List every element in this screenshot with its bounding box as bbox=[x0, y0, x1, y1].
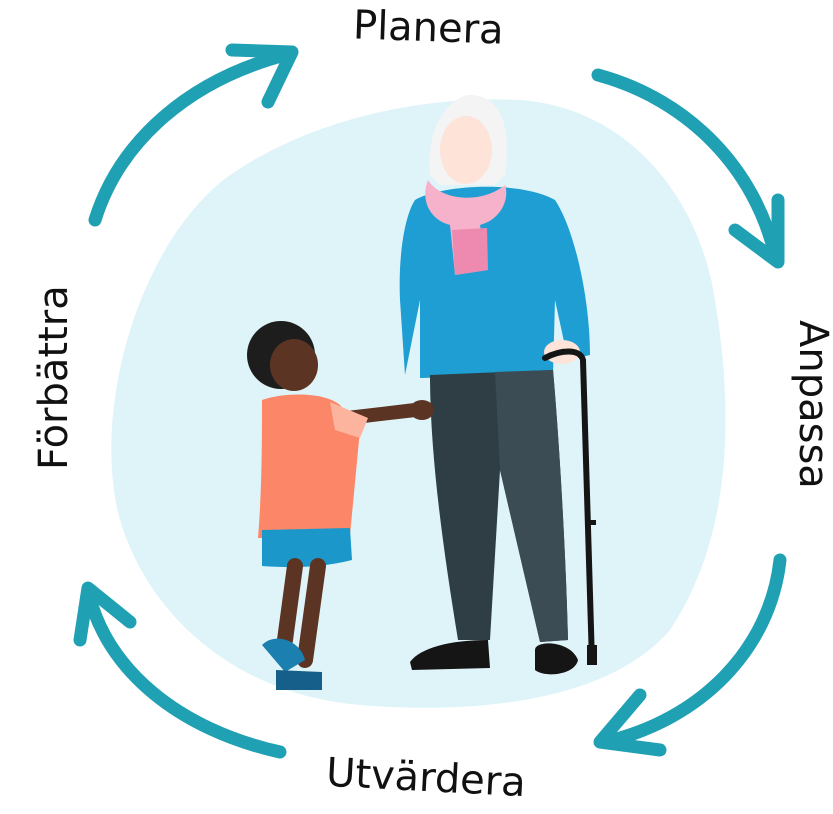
step-label-anpassa: Anpassa bbox=[790, 320, 833, 489]
arrow-top-left-head bbox=[225, 43, 299, 109]
elderly-woman bbox=[399, 95, 597, 675]
arrow-top-right-head bbox=[728, 193, 785, 269]
step-label-utvardera: Utvärdera bbox=[324, 749, 527, 807]
arrow-bottom-left-head bbox=[73, 581, 137, 647]
arrow-bottom-left bbox=[81, 583, 287, 759]
step-label-planera: Planera bbox=[352, 2, 505, 54]
arrow-bottom-right bbox=[598, 553, 787, 749]
arrow-top-left bbox=[88, 48, 292, 227]
child bbox=[247, 321, 434, 690]
arrow-bottom-right-head bbox=[593, 688, 667, 757]
step-label-forbattra: Förbättra bbox=[31, 285, 77, 470]
arrow-top-right bbox=[591, 68, 782, 262]
